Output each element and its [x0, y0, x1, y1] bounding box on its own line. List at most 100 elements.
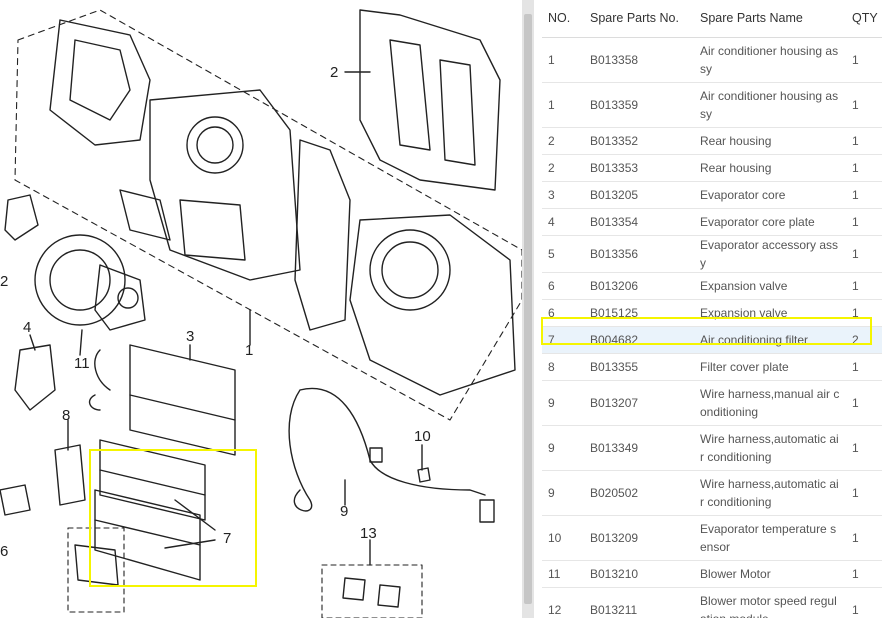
blower-motor	[34, 234, 126, 326]
scrollbar[interactable]	[522, 0, 534, 618]
callout-label-7: 7	[223, 530, 231, 547]
cell-part-no: B013207	[584, 380, 694, 426]
cell-qty: 1	[846, 353, 882, 381]
cell-part-name: Wire harness,manual air conditioning	[694, 380, 846, 426]
wire-connector	[479, 499, 495, 523]
cell-no: 6	[542, 272, 584, 300]
filter-cover-plate	[54, 444, 86, 506]
callout-label-13: 13	[360, 525, 377, 542]
callout-label-10: 10	[414, 428, 431, 445]
cell-part-name: Air conditioner housing assy	[694, 37, 846, 83]
temperature-sensor	[417, 467, 431, 483]
cell-part-no: B013356	[584, 235, 694, 273]
cell-qty: 1	[846, 235, 882, 273]
cell-part-no: B013205	[584, 181, 694, 209]
cell-part-name: Air conditioning filter	[694, 326, 846, 354]
callout-label-3: 3	[186, 328, 194, 345]
cell-qty: 1	[846, 272, 882, 300]
scrollbar-thumb[interactable]	[524, 14, 532, 604]
cell-part-name: Blower Motor	[694, 560, 846, 588]
cell-no: 11	[542, 560, 584, 588]
callout-label-11: 11	[74, 355, 90, 372]
cell-no: 3	[542, 181, 584, 209]
cell-part-no: B013359	[584, 82, 694, 128]
cell-no: 8	[542, 353, 584, 381]
housing-main	[149, 89, 301, 281]
small-bracket	[4, 194, 39, 241]
dashed-group-box-13	[321, 564, 423, 618]
cell-no: 9	[542, 470, 584, 516]
cell-part-no: B015125	[584, 299, 694, 327]
cell-qty: 1	[846, 380, 882, 426]
header-qty: QTY	[846, 0, 882, 38]
cell-no: 2	[542, 154, 584, 182]
cell-part-name: Wire harness,automatic air conditioning	[694, 470, 846, 516]
cell-part-no: B013354	[584, 208, 694, 236]
cell-qty: 1	[846, 181, 882, 209]
cell-part-no: B020502	[584, 470, 694, 516]
callout-label-4: 4	[23, 319, 31, 336]
cell-no: 9	[542, 380, 584, 426]
cell-qty: 1	[846, 37, 882, 83]
cell-part-name: Wire harness,automatic air conditioning	[694, 425, 846, 471]
cell-part-name: Evaporator temperature sensor	[694, 515, 846, 561]
header-part-no: Spare Parts No.	[584, 0, 694, 38]
header-part-name: Spare Parts Name	[694, 0, 846, 38]
cell-no: 2	[542, 127, 584, 155]
cell-qty: 1	[846, 208, 882, 236]
cell-qty: 1	[846, 560, 882, 588]
cell-part-name: Evaporator core	[694, 181, 846, 209]
callout-label-2b: 2	[0, 273, 8, 290]
cell-part-name: Expansion valve	[694, 299, 846, 327]
housing-duct	[49, 19, 151, 146]
evaporator-core	[129, 344, 236, 421]
cell-part-name: Rear housing	[694, 127, 846, 155]
cell-no: 7	[542, 326, 584, 354]
cell-no: 9	[542, 425, 584, 471]
parts-table: NO. Spare Parts No. Spare Parts Name QTY…	[542, 0, 882, 618]
cell-qty: 1	[846, 299, 882, 327]
housing-plate	[294, 139, 351, 331]
cell-no: 6	[542, 299, 584, 327]
cell-qty: 1	[846, 587, 882, 618]
cell-part-name: Evaporator core plate	[694, 208, 846, 236]
cell-part-no: B013349	[584, 425, 694, 471]
expansion-valve	[0, 484, 31, 516]
cell-qty: 1	[846, 154, 882, 182]
callout-label-1: 1	[245, 342, 253, 359]
cell-part-no: B013210	[584, 560, 694, 588]
cell-part-no: B013358	[584, 37, 694, 83]
cell-no: 1	[542, 82, 584, 128]
cell-no: 5	[542, 235, 584, 273]
cell-part-no: B013206	[584, 272, 694, 300]
parts-diagram: 1 2 2 3 4 6 7 8 9 10 11 13	[0, 9, 522, 618]
cell-part-no: B013355	[584, 353, 694, 381]
cell-part-name: Rear housing	[694, 154, 846, 182]
cell-part-no: B013353	[584, 154, 694, 182]
callout-label-9: 9	[340, 503, 348, 520]
exploded-view-drawing: 1 2 2 3 4 6 7 8 9 10 11 13	[0, 9, 522, 618]
cell-no: 4	[542, 208, 584, 236]
cell-part-no: B013211	[584, 587, 694, 618]
cell-qty: 1	[846, 470, 882, 516]
callout-label-8: 8	[62, 407, 70, 424]
cell-qty: 2	[846, 326, 882, 354]
